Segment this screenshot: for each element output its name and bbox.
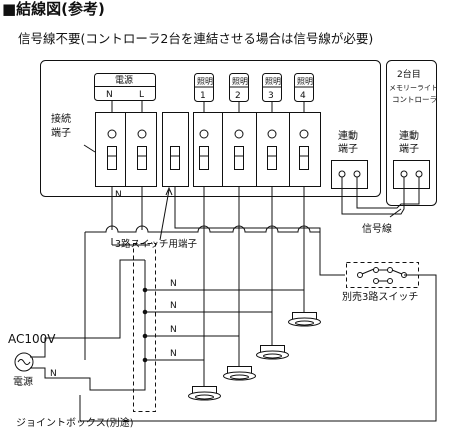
terminal-lighting-2: [234, 146, 244, 170]
lighting-number-4: 4: [300, 91, 306, 101]
terminal-lighting-4: [299, 146, 309, 170]
second-controller-title-1: 2台目: [397, 68, 421, 80]
junction-box: [133, 243, 156, 412]
terminal-lighting-1: [199, 146, 209, 170]
terminal-lighting-3: [267, 146, 277, 170]
link-terminal-label-2: 端子: [338, 142, 358, 155]
terminal-power-n: [107, 146, 117, 170]
second-link-terminal-label-2: 端子: [399, 142, 419, 155]
wire-n-label-4: N: [170, 349, 177, 359]
connection-terminal-label-2: 端子: [51, 126, 71, 139]
lighting-label-4: 照明: [297, 77, 313, 86]
second-link-terminal-block: [393, 160, 430, 189]
second-controller-title-3: コントローラ: [392, 95, 437, 104]
lighting-number-1: 1: [200, 91, 206, 101]
power-l-label: L: [139, 90, 144, 100]
connection-terminal-label-1: 接続: [51, 112, 71, 125]
supply-n-mark: N: [50, 369, 57, 379]
lighting-number-3: 3: [268, 91, 274, 101]
signal-line-label: 信号線: [362, 222, 392, 235]
wire-n-label-2: N: [170, 301, 177, 311]
three-way-terminal-label: 3路スイッチ用端子: [115, 238, 198, 250]
supply-label: 電源: [13, 375, 33, 388]
lighting-label-1: 照明: [197, 77, 213, 86]
diagram-title: ■結線図(参考): [2, 0, 105, 18]
lamp-2: [223, 366, 256, 381]
power-label: 電源: [115, 75, 133, 86]
lamp-3: [256, 345, 289, 360]
lighting-number-2: 2: [235, 91, 241, 101]
ac-source-symbol: [14, 352, 34, 372]
terminal-three-way: [170, 146, 180, 170]
three-way-switch-label: 別売3路スイッチ: [342, 290, 418, 303]
second-link-terminal-label-1: 連動: [399, 129, 419, 142]
signal-line: [341, 177, 405, 215]
power-n-label: N: [106, 90, 113, 100]
second-controller-title-2: メモリーライト: [389, 84, 438, 92]
terminal-power-l: [137, 146, 147, 170]
lamp-4: [288, 312, 321, 327]
controller-box: [40, 60, 381, 197]
lamp-1: [188, 386, 221, 401]
supply-voltage: AC100V: [8, 332, 56, 346]
link-terminal-label-1: 連動: [338, 129, 358, 142]
wire-n-label-1: N: [170, 279, 177, 289]
lighting-label-3: 照明: [265, 77, 281, 86]
lighting-label-2: 照明: [232, 77, 248, 86]
link-terminal-block: [331, 160, 368, 189]
three-way-terminal-block: [162, 112, 189, 187]
diagram-subtitle: 信号線不要(コントローラ2台を連結させる場合は信号線が必要): [18, 31, 374, 46]
controller-n-mark: N: [115, 190, 122, 200]
second-controller-box: [386, 60, 437, 206]
wire-n-label-3: N: [170, 325, 177, 335]
junction-box-label: ジョイントボックス(別途): [16, 416, 134, 429]
